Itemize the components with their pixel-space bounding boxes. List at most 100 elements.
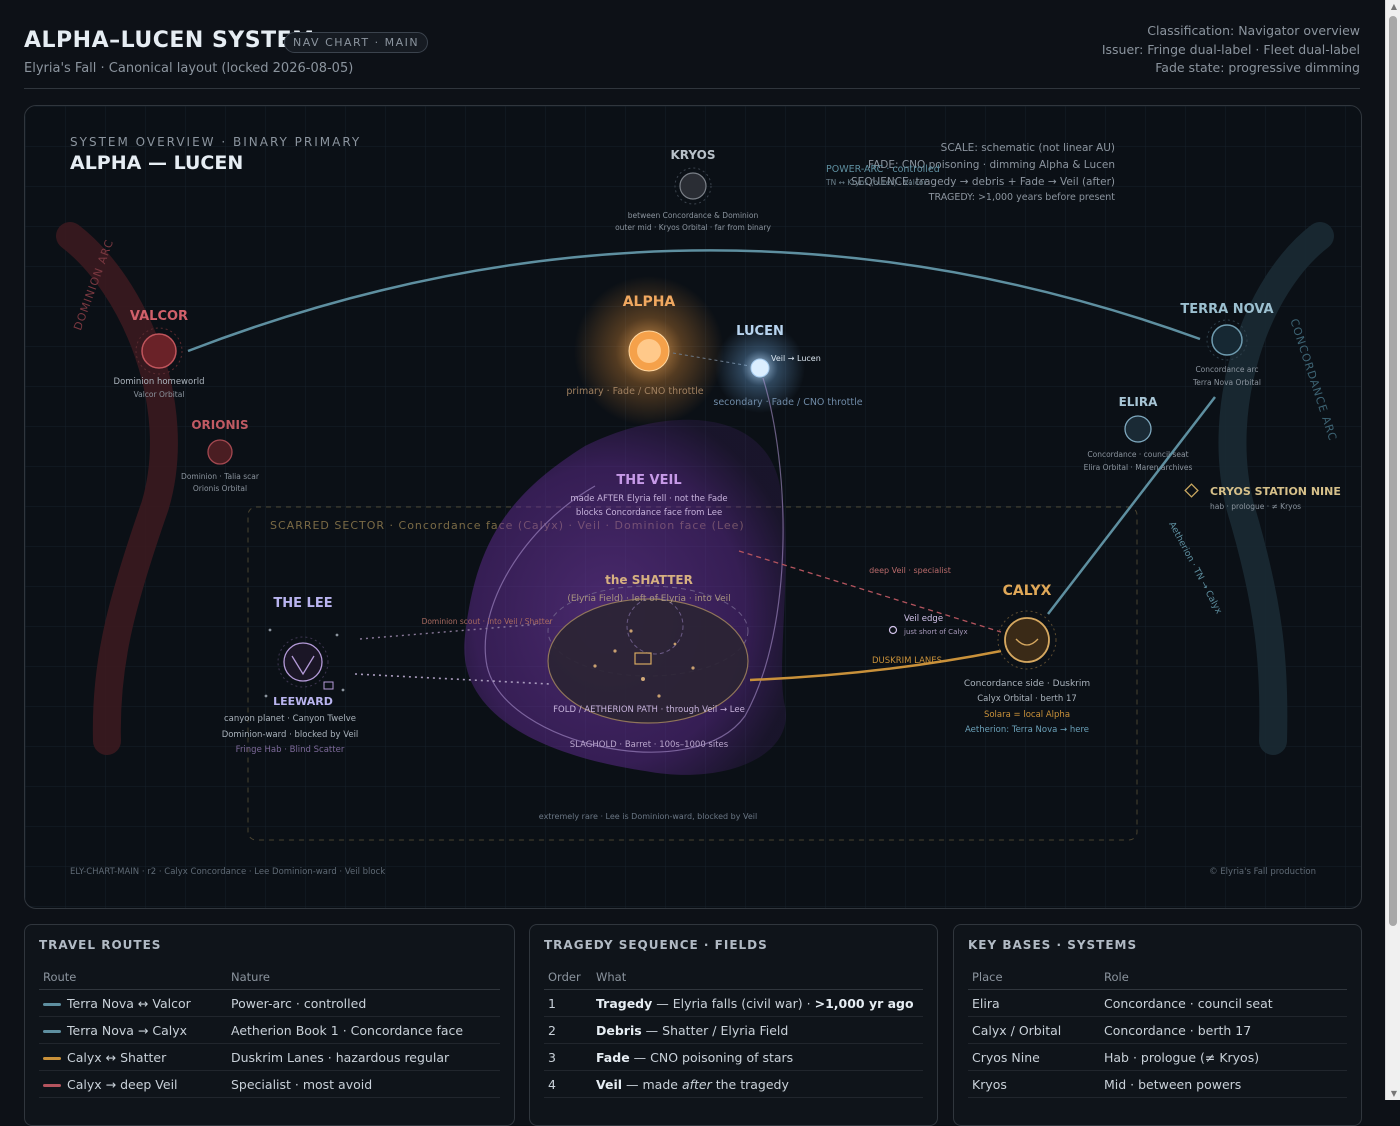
table-row[interactable]: 4 Veil — made after the tragedy <box>544 1070 923 1098</box>
valcor-planet[interactable] <box>141 333 177 369</box>
route-name: Calyx → deep Veil <box>67 1076 178 1092</box>
sequence-entry: Debris — Shatter / Elyria Field <box>592 1016 923 1044</box>
calyx-planet[interactable] <box>1004 617 1050 663</box>
scroll-down-arrow-icon[interactable]: ▼ <box>1390 1089 1397 1098</box>
shatter-label: the SHATTER <box>605 573 693 587</box>
route-name: Terra Nova ↔ Valcor <box>67 995 191 1011</box>
map-footer-left: ELY-CHART-MAIN · r2 · Calyx Concordance … <box>70 867 385 877</box>
lucen-star[interactable] <box>750 358 770 378</box>
order-number: 4 <box>544 1070 592 1098</box>
veil-edge-label: Veil edge <box>904 614 943 624</box>
binary-link <box>672 352 751 367</box>
veil-edge-sublabel: just short of Calyx <box>903 628 968 636</box>
meta-classification: Classification: Navigator overview <box>1147 23 1360 38</box>
veil-edge-marker[interactable] <box>888 625 898 635</box>
place-role: Hab · prologue (≠ Kryos) <box>1100 1043 1347 1071</box>
lucen-caption: secondary · Fade / CNO throttle <box>713 397 862 408</box>
lee-orbit <box>277 636 329 688</box>
terra-nova-caption-1: Concordance arc <box>1195 365 1258 374</box>
calyx-caption-4: Aetherion: Terra Nova → here <box>965 725 1089 735</box>
table-row[interactable]: 1 Tragedy — Elyria falls (civil war) · >… <box>544 989 923 1017</box>
fringe-hab-marker[interactable] <box>323 681 334 690</box>
col-what: What <box>592 965 923 990</box>
elira-planet[interactable] <box>1124 415 1152 443</box>
page-subtitle: Elyria's Fall · Canonical layout (locked… <box>24 61 354 76</box>
page-scrollbar[interactable]: ▲ ▼ <box>1385 0 1400 1100</box>
table-row[interactable]: Terra Nova → Calyx Aetherion Book 1 · Co… <box>39 1016 500 1044</box>
duskrim-lanes-label: DUSKRIM LANES <box>872 656 942 666</box>
cryos-station-caption: hab · prologue · ≠ Kryos <box>1210 502 1301 511</box>
lee-planet[interactable] <box>283 642 323 682</box>
col-nature: Nature <box>227 965 500 990</box>
page-header: ALPHA–LUCEN SYSTEM NAV CHART · MAIN Elyr… <box>24 20 1360 89</box>
travel-routes-title: TRAVEL ROUTES <box>39 938 162 952</box>
route-nature: Duskrim Lanes · hazardous regular <box>227 1043 500 1071</box>
system-map-canvas: DOMINION ARC CONCORDANCE ARC SCARRED SEC… <box>25 106 1361 908</box>
route-nature: Specialist · most avoid <box>227 1070 500 1098</box>
table-row[interactable]: Calyx → deep Veil Specialist · most avoi… <box>39 1070 500 1098</box>
valcor-caption-2: Valcor Orbital <box>134 390 185 399</box>
system-map[interactable]: DOMINION ARC CONCORDANCE ARC SCARRED SEC… <box>24 105 1362 909</box>
meta-fade-state: Fade state: progressive dimming <box>1155 60 1360 75</box>
route-calyx-shatter[interactable] <box>749 649 1002 682</box>
route-color-swatch <box>43 1002 61 1006</box>
table-row[interactable]: Calyx ↔ Shatter Duskrim Lanes · hazardou… <box>39 1043 500 1071</box>
orionis-planet[interactable] <box>207 439 233 465</box>
place-role: Concordance · council seat <box>1100 989 1347 1017</box>
dominion-scout-label: Dominion scout · into Veil / Shatter <box>422 617 554 626</box>
terra-nova-label: TERRA NOVA <box>1180 302 1273 317</box>
note-scale: SCALE: schematic (not linear AU) <box>941 142 1115 154</box>
calyx-caption-1: Concordance side · Duskrim <box>964 679 1090 689</box>
alpha-caption: primary · Fade / CNO throttle <box>566 386 703 397</box>
shatter-caption: (Elyria Field) · left of Elyria · into V… <box>567 594 730 604</box>
table-row[interactable]: 2 Debris — Shatter / Elyria Field <box>544 1016 923 1044</box>
route-terra-nova-calyx[interactable] <box>1047 396 1216 615</box>
aetherion-fold-path[interactable] <box>484 377 784 753</box>
lee-caption-2: Dominion-ward · blocked by Veil <box>222 730 359 740</box>
dominion-scout-path[interactable] <box>359 623 541 640</box>
cryos-station-label: CRYOS STATION NINE <box>1210 485 1341 498</box>
calyx-caption-2: Calyx Orbital · berth 17 <box>977 694 1077 704</box>
key-bases-title: KEY BASES · SYSTEMS <box>968 938 1138 952</box>
route-terra-nova-valcor[interactable] <box>187 249 1201 353</box>
dominion-arc-band <box>56 222 178 755</box>
veil-label: THE VEIL <box>616 473 681 488</box>
terra-nova-caption-2: Terra Nova Orbital <box>1192 378 1261 387</box>
terra-nova-orbit <box>1206 319 1248 361</box>
table-row[interactable]: Terra Nova ↔ Valcor Power-arc · controll… <box>39 989 500 1017</box>
route-calyx-deep-veil[interactable] <box>738 550 1002 633</box>
calyx-surface-icon <box>1015 638 1039 646</box>
valcor-orbit <box>135 327 183 375</box>
scroll-up-arrow-icon[interactable]: ▲ <box>1390 2 1397 11</box>
calyx-label: CALYX <box>1003 583 1052 599</box>
canyon-icon <box>291 655 315 676</box>
terra-nova-planet[interactable] <box>1211 324 1243 356</box>
calyx-orbit <box>997 610 1057 670</box>
valcor-caption-1: Dominion homeworld <box>114 377 205 387</box>
lee-fold-path[interactable] <box>354 673 551 685</box>
meta-issuer: Issuer: Fringe dual-label · Fleet dual-l… <box>1101 41 1360 57</box>
table-row[interactable]: 3 Fade — CNO poisoning of stars <box>544 1043 923 1071</box>
slaghold-label: SLAGHOLD · Barret · 100s–1000 sites <box>570 740 729 750</box>
alpha-core <box>637 339 661 363</box>
col-role: Role <box>1100 965 1347 990</box>
shatter-field[interactable] <box>547 598 749 724</box>
kryos-planet[interactable] <box>679 172 707 200</box>
sequence-entry: Veil — made after the tragedy <box>592 1070 923 1098</box>
scrollbar-thumb[interactable] <box>1389 16 1397 926</box>
place-role: Concordance · berth 17 <box>1100 1016 1347 1044</box>
orionis-label: ORIONIS <box>191 418 248 432</box>
cryos-station-marker[interactable] <box>1184 483 1199 498</box>
order-number: 3 <box>544 1043 592 1071</box>
veil-caption-2: blocks Concordance face from Lee <box>576 508 722 518</box>
slaghold-marker[interactable] <box>634 652 652 665</box>
note-fade: FADE: CNO poisoning · dimming Alpha & Lu… <box>868 159 1115 171</box>
scarred-sector-box <box>247 506 1138 841</box>
